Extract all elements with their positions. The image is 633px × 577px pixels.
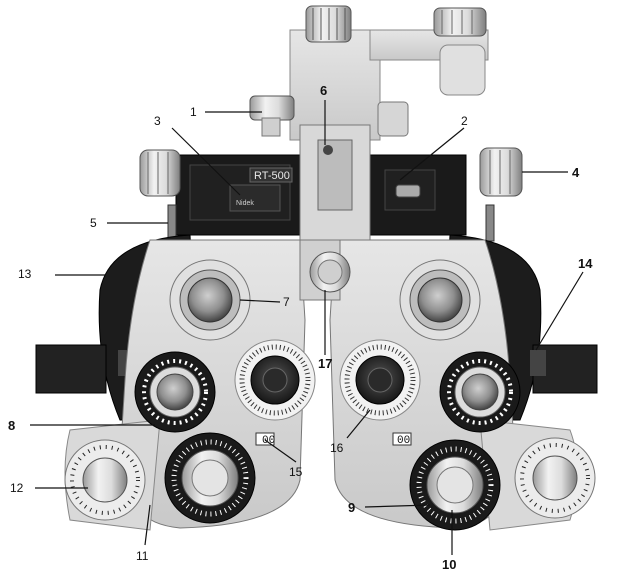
right-upper-lens <box>399 259 481 341</box>
center-knob <box>299 239 351 301</box>
callout-3: 3 <box>154 114 161 128</box>
callout-13: 13 <box>18 267 32 281</box>
callout-16: 16 <box>330 441 344 455</box>
left-counter-value: 00 <box>262 435 275 447</box>
callout-4: 4 <box>572 165 580 180</box>
right-counter <box>392 432 412 446</box>
callout-8: 8 <box>8 418 15 433</box>
right-axis-scale <box>339 339 421 421</box>
left-cylinder-dial <box>134 351 216 433</box>
left-counter <box>255 432 275 446</box>
callout-9: 9 <box>348 500 355 515</box>
model-plate: RT-500 <box>254 170 290 182</box>
callout-2: 2 <box>461 114 468 128</box>
callout-5: 5 <box>90 216 97 230</box>
top-mount <box>249 5 489 141</box>
left-upper-lens <box>169 259 251 341</box>
callout-12: 12 <box>10 481 24 495</box>
callout-6: 6 <box>320 83 327 98</box>
callout-15: 15 <box>289 465 303 479</box>
maker-plate: Nidek <box>236 200 254 207</box>
callout-7: 7 <box>283 295 290 309</box>
right-counter-value: 00 <box>397 435 410 447</box>
callout-17: 17 <box>318 356 332 371</box>
right-cylinder-dial <box>439 351 521 433</box>
right-sphere-dial <box>409 439 501 531</box>
left-sphere-dial <box>164 432 256 524</box>
callout-11: 11 <box>136 549 149 563</box>
callout-10: 10 <box>442 557 456 572</box>
right-cross-cylinder-knob <box>514 437 596 519</box>
left-cross-cylinder-knob <box>64 439 146 521</box>
leader-lines <box>30 100 584 555</box>
left-axis-scale <box>234 339 316 421</box>
callout-1: 1 <box>190 105 197 119</box>
upper-bar <box>139 124 523 246</box>
callout-14: 14 <box>578 256 593 271</box>
